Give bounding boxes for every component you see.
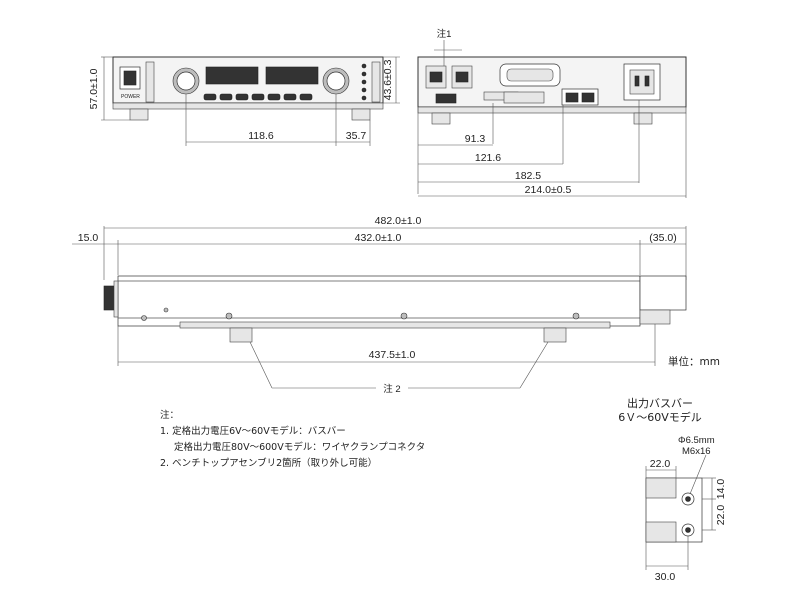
rear-panel-lip	[417, 106, 687, 114]
rear-view: 注1 91.3 121.6 182.5 214.0±0.5	[417, 28, 687, 198]
lan-port-2	[581, 92, 595, 103]
side-bottom-dim: 437.5±1.0	[369, 349, 416, 361]
side-view: 482.0±1.0 15.0 432.0±1.0 (35.0) 437.5±1.…	[72, 215, 687, 395]
current-display	[265, 66, 319, 85]
power-label: POWER	[121, 94, 140, 100]
side-chassis	[117, 275, 641, 327]
side-right-foot	[543, 327, 567, 343]
busbar-title-line1: 出力バスバー	[627, 397, 693, 410]
d-sub-inner	[506, 68, 554, 82]
right-handle	[371, 61, 381, 103]
side-screw	[163, 307, 169, 313]
sense-terminal-block	[435, 93, 457, 104]
notes-line-3: 2. ベンチトップアセンブリ2箇所（取り外し可能）	[160, 458, 378, 469]
busbar-top-dim: 22.0	[650, 458, 671, 470]
busbar-hole-label: Φ6.5mm	[678, 435, 715, 446]
busbar-right-dim-1: 14.0	[715, 479, 727, 500]
busbar-upper-tab	[645, 477, 677, 499]
front-button	[203, 93, 217, 101]
busbar-screw-label: M6x16	[682, 446, 711, 457]
front-button	[235, 93, 249, 101]
rear-dim-4: 214.0±0.5	[525, 184, 572, 196]
rear-dim-2: 121.6	[475, 152, 501, 164]
analog-connector	[503, 91, 545, 104]
unit-label: 単位：mm	[668, 356, 720, 368]
front-left-foot	[129, 108, 149, 121]
voltage-knob-cap	[176, 71, 196, 91]
side-rear-cover	[639, 275, 687, 311]
front-button	[251, 93, 265, 101]
voltage-display	[205, 66, 259, 85]
rear-dim-3: 182.5	[515, 170, 541, 182]
current-knob-cap	[326, 71, 346, 91]
left-handle	[145, 61, 155, 103]
output-terminal-pos-core	[455, 71, 469, 83]
busbar-right-dim-2: 22.0	[715, 505, 727, 526]
busbar-lower-tab	[645, 521, 677, 543]
front-button-row	[203, 93, 313, 101]
notes-line-2: 定格出力電圧80V～600Vモデル：ワイヤクランプコネクタ	[174, 442, 426, 453]
side-right-dim: (35.0)	[649, 232, 676, 244]
rear-note-label: 注1	[437, 28, 452, 40]
front-view: POWER	[88, 56, 400, 146]
side-screw	[141, 315, 147, 321]
knob-span-dim: 118.6	[248, 130, 274, 142]
knob-offset-dim: 35.7	[346, 130, 367, 142]
rear-left-foot	[431, 112, 451, 125]
front-button	[219, 93, 233, 101]
side-left-foot	[229, 327, 253, 343]
side-rail	[179, 321, 611, 329]
busbar-detail: Φ6.5mm M6x16 22.0 14.0 22.0 30.0	[645, 435, 727, 583]
notes-header: 注：	[160, 410, 180, 421]
side-knob	[103, 285, 115, 311]
side-rear-terminal	[639, 309, 671, 325]
side-left-dim: 15.0	[78, 232, 99, 244]
front-button	[283, 93, 297, 101]
rear-right-foot	[633, 112, 653, 125]
notes-block: 注： 1. 定格出力電圧6V～60Vモデル：バスバー 定格出力電圧80V～600…	[160, 408, 425, 472]
front-right-foot	[351, 108, 371, 121]
side-screw	[572, 312, 580, 320]
side-note-ref: 注 2	[383, 383, 400, 395]
side-total-dim: 482.0±1.0	[375, 215, 422, 227]
front-panel-lip	[112, 102, 384, 110]
side-screw	[400, 312, 408, 320]
busbar-bottom-dim: 30.0	[655, 571, 676, 583]
front-height-dim: 57.0±1.0	[88, 68, 100, 109]
front-right-dots	[361, 63, 367, 101]
ac-inlet-socket	[629, 69, 655, 95]
side-screw	[225, 312, 233, 320]
side-front-face	[113, 280, 119, 318]
front-button	[267, 93, 281, 101]
rear-dim-1: 91.3	[465, 133, 486, 145]
front-button	[299, 93, 313, 101]
output-terminal-neg-core	[429, 71, 443, 83]
side-mid-dim: 432.0±1.0	[355, 232, 402, 244]
busbar-title: 出力バスバー 6Ｖ～60Vモデル	[600, 397, 720, 425]
lan-port-1	[565, 92, 579, 103]
notes-line-1: 1. 定格出力電圧6V～60Vモデル：バスバー	[160, 426, 346, 437]
busbar-title-line2: 6Ｖ～60Vモデル	[618, 411, 702, 424]
power-switch-rocker	[123, 70, 137, 86]
front-panel-height-dim: 43.6±0.3	[382, 59, 394, 100]
